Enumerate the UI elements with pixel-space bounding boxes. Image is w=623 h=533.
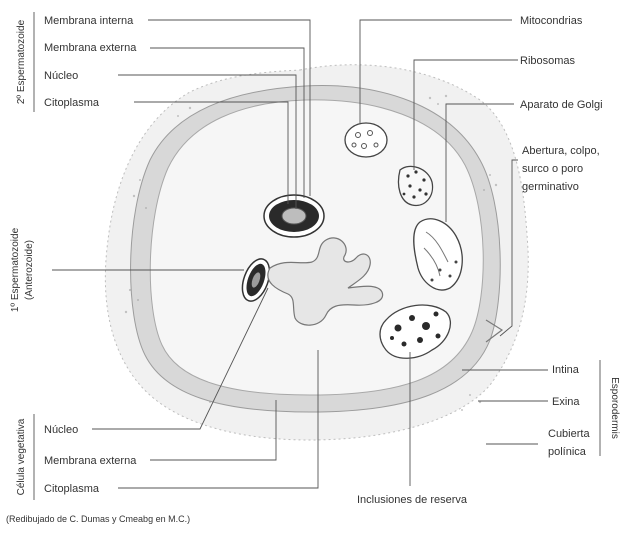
group-label-celula-vegetativa: Célula vegetativa	[16, 418, 27, 495]
label-abertura-2: surco o poro	[522, 163, 583, 175]
label-membrana-externa-top: Membrana externa	[44, 42, 137, 54]
label-aparato-golgi: Aparato de Golgi	[520, 99, 603, 111]
label-nucleo-top: Núcleo	[44, 70, 78, 82]
label-cubierta-1: Cubierta	[548, 428, 590, 440]
group-label-espermatozoide-2: 2º Espermatozoide	[16, 19, 27, 104]
group-label-anterozoide: (Anterozoide)	[24, 240, 35, 300]
group-label-esporodermis: Esporodermis	[609, 377, 620, 439]
label-membrana-interna-top: Membrana interna	[44, 15, 134, 27]
caption: (Redibujado de C. Dumas y Cmeabg en M.C.…	[6, 514, 190, 524]
label-cubierta-2: polínica	[548, 446, 587, 458]
label-citoplasma-bottom: Citoplasma	[44, 483, 100, 495]
label-intina: Intina	[552, 364, 580, 376]
label-abertura-1: Abertura, colpo,	[522, 145, 600, 157]
label-inclusiones-reserva: Inclusiones de reserva	[357, 494, 468, 506]
label-membrana-externa-bottom: Membrana externa	[44, 455, 137, 467]
label-exina: Exina	[552, 396, 580, 408]
sperm-cell-2	[264, 195, 324, 237]
group-label-espermatozoide-1: 1º Espermatozoide	[10, 227, 21, 312]
label-citoplasma-top: Citoplasma	[44, 97, 100, 109]
sperm2-nucleus	[282, 208, 306, 224]
label-nucleo-bottom: Núcleo	[44, 424, 78, 436]
mitochondria	[345, 123, 387, 157]
label-abertura-3: germinativo	[522, 181, 579, 193]
label-mitocondrias: Mitocondrias	[520, 15, 583, 27]
label-ribosomas: Ribosomas	[520, 55, 576, 67]
